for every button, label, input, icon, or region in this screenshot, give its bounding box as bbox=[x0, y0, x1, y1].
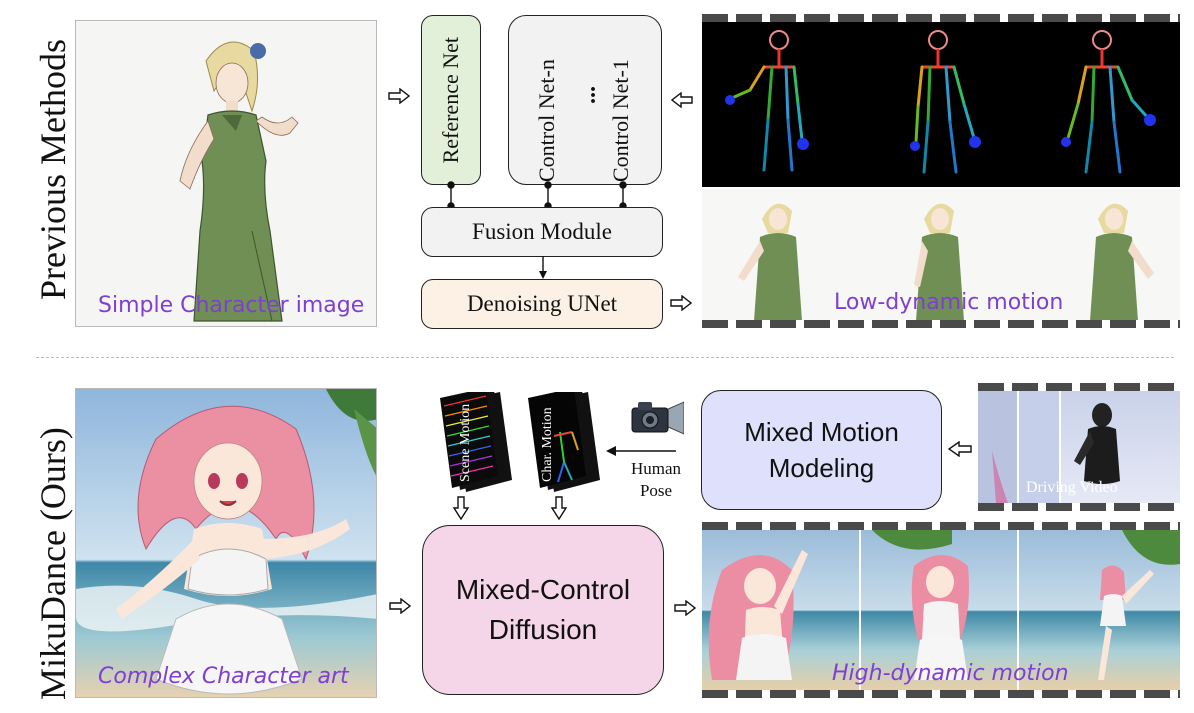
arrow-char-down-icon bbox=[550, 496, 568, 520]
arrow-pose-to-control-icon bbox=[671, 92, 693, 108]
film-perforation-top bbox=[702, 14, 1180, 22]
simple-character-image: Simple Character image bbox=[75, 20, 377, 327]
driving-perf-top bbox=[978, 383, 1180, 391]
char-motion-label: Char. Motion bbox=[540, 407, 555, 482]
arrow-driving-to-mixed-motion-icon bbox=[948, 441, 972, 457]
section-divider bbox=[36, 357, 1174, 358]
control-net-n-label: Control Net-n bbox=[534, 59, 559, 182]
arrow-unet-to-output-icon bbox=[670, 295, 692, 311]
mixed-motion-modeling-label: Mixed Motion Modeling bbox=[744, 417, 899, 483]
denoising-unet-box: Denoising UNet bbox=[421, 279, 663, 329]
complex-character-illustration bbox=[76, 389, 376, 697]
complex-character-art: Complex Character art bbox=[75, 388, 377, 698]
high-dynamic-rendered-frames: High-dynamic motion bbox=[702, 530, 1180, 690]
arrow-pose-to-char-motion-icon bbox=[606, 446, 676, 456]
complex-character-caption: Complex Character art bbox=[98, 664, 349, 689]
row-label-previous-methods: Previous Methods bbox=[33, 39, 73, 300]
reference-net-box: Reference Net bbox=[421, 15, 481, 185]
scene-motion-label: Scene Motion bbox=[458, 403, 473, 482]
mixed-control-diffusion-box: Mixed-Control Diffusion bbox=[422, 525, 664, 695]
fusion-module-box: Fusion Module bbox=[421, 207, 663, 257]
film-perforation-bottom bbox=[702, 320, 1180, 328]
high-dynamic-caption: High-dynamic motion bbox=[832, 661, 1069, 686]
high-dynamic-svg bbox=[702, 530, 1180, 690]
film-perforation-bottom-2 bbox=[702, 690, 1180, 698]
scene-motion-stack: Scene Motion bbox=[436, 388, 516, 494]
simple-character-illustration bbox=[76, 21, 376, 326]
rendered-characters-svg bbox=[738, 203, 1154, 321]
driving-perf-bottom bbox=[978, 503, 1180, 511]
pose-skeleton-svg bbox=[725, 30, 1156, 174]
char-motion-frames-svg bbox=[528, 388, 600, 492]
driving-video-strip: Driving Video bbox=[978, 383, 1180, 511]
control-net-dots: ... bbox=[575, 86, 601, 104]
row-label-mikudance: MikuDance (Ours) bbox=[33, 427, 73, 700]
arrow-art-to-diffusion-icon bbox=[389, 598, 411, 614]
camera-icon bbox=[631, 401, 684, 435]
mixed-control-diffusion-label: Mixed-Control Diffusion bbox=[455, 574, 631, 645]
reference-net-label: Reference Net bbox=[438, 36, 463, 164]
high-dynamic-output-strip: High-dynamic motion bbox=[702, 522, 1180, 698]
driving-video-frames: Driving Video bbox=[978, 391, 1180, 503]
fusion-module-label: Fusion Module bbox=[472, 219, 612, 244]
control-connectors bbox=[447, 181, 627, 210]
human-pose-label: Human Pose bbox=[630, 459, 682, 500]
low-dynamic-caption: Low-dynamic motion bbox=[834, 290, 1064, 315]
denoising-unet-label: Denoising UNet bbox=[466, 291, 618, 316]
mixed-motion-modeling-box: Mixed Motion Modeling bbox=[701, 390, 942, 510]
char-motion-stack: Char. Motion bbox=[524, 388, 604, 494]
control-net-1-label: Control Net-1 bbox=[608, 59, 633, 182]
driving-video-label: Driving Video bbox=[1026, 479, 1118, 496]
arrow-scene-down-icon bbox=[452, 496, 470, 520]
arrow-diffusion-to-output-icon bbox=[674, 600, 696, 616]
simple-character-caption: Simple Character image bbox=[98, 293, 365, 318]
arrow-fusion-to-unet-icon bbox=[539, 256, 547, 279]
arrow-input-to-reference-icon bbox=[388, 88, 410, 104]
pose-skeleton-frames bbox=[702, 22, 1180, 187]
low-dynamic-rendered-frames: Low-dynamic motion bbox=[702, 189, 1180, 321]
control-net-group-box bbox=[508, 15, 662, 185]
film-perforation-top-2 bbox=[702, 522, 1180, 530]
low-dynamic-output-strip: Low-dynamic motion bbox=[702, 14, 1180, 328]
driving-video-svg bbox=[978, 391, 1180, 503]
scene-motion-frames-svg bbox=[440, 388, 512, 492]
